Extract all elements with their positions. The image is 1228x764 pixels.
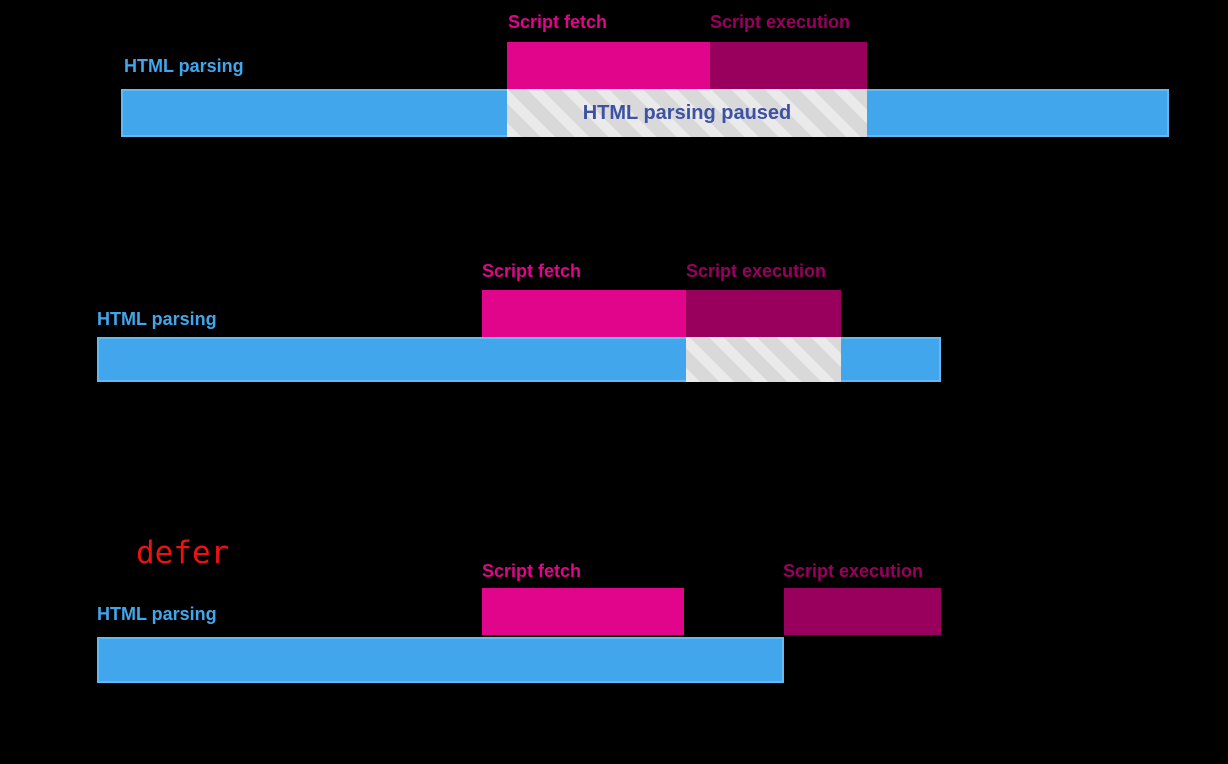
html-parsing-bar: HTML parsing paused [121,89,1169,137]
html-parsing-label: HTML parsing [97,604,217,624]
script-execution-bar [686,290,841,337]
html-parsing-label: HTML parsing [124,56,244,76]
script-execution-label: Script execution [783,561,924,581]
script-fetch-label: Script fetch [482,561,582,581]
script-fetch-bar [482,588,684,635]
script-execution-label: Script execution [686,261,827,281]
script-execution-label: Script execution [710,12,851,32]
script-fetch-label: Script fetch [508,12,608,32]
html-parsing-paused-section [686,337,841,382]
script-execution-bar [710,42,867,89]
html-parsing-bar [97,637,784,683]
html-parsing-paused-section: HTML parsing paused [507,89,867,137]
defer-attribute-label: defer [136,535,230,571]
html-parsing-label: HTML parsing [97,309,217,329]
html-parsing-bar [97,337,941,382]
script-execution-bar [784,588,941,635]
html-parsing-paused-label: HTML parsing paused [582,101,792,124]
script-fetch-bar [482,290,686,337]
script-fetch-label: Script fetch [482,261,582,281]
script-fetch-bar [507,42,710,89]
